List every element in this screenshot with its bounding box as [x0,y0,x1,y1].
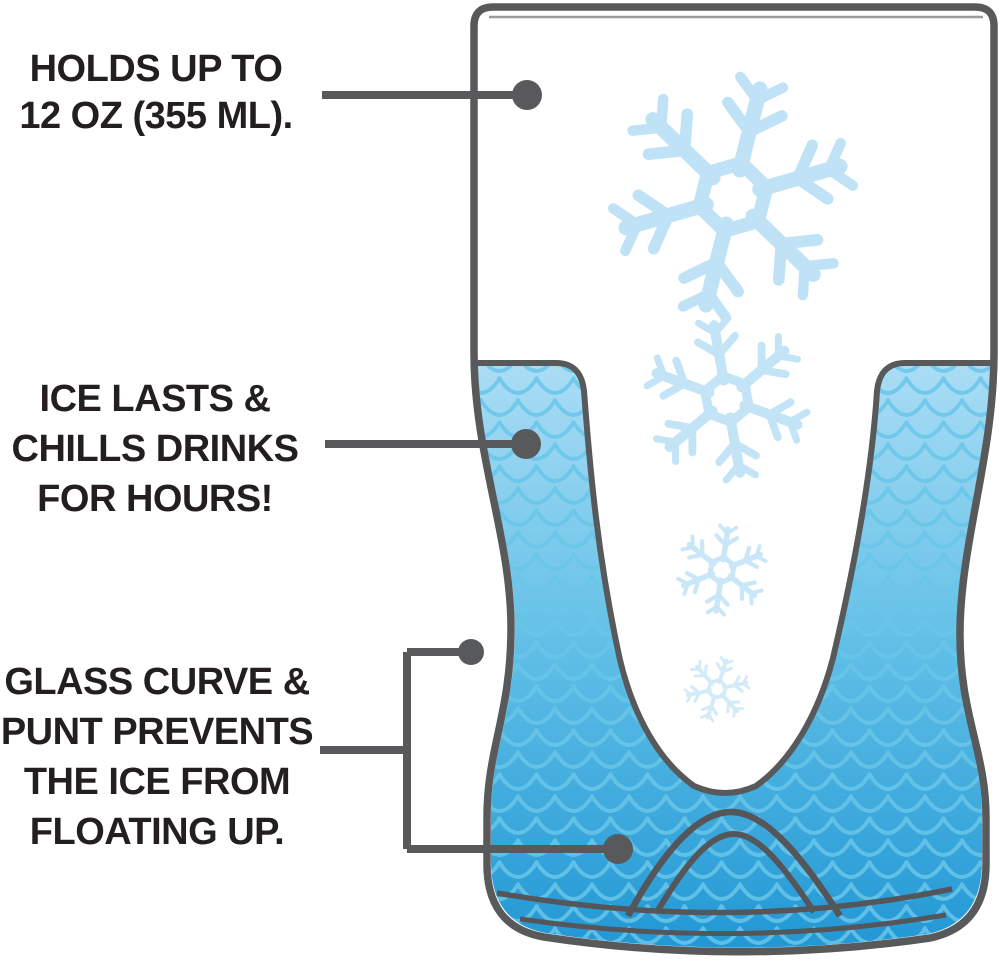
punt-lines [496,808,953,937]
callout-capacity: HOLDS UP TO 12 OZ (355 ML). [0,46,312,140]
callout-chill-line-2: CHILLS DRINKS [11,428,299,470]
ice-boundary-line [475,360,993,796]
connector-dot-chill [511,429,541,459]
callout-punt-line-3: THE ICE FROM [23,761,291,803]
callout-chill-line-1: ICE LASTS & [39,378,271,420]
snowflake-large-icon [591,54,874,340]
callout-chill: ICE LASTS & CHILLS DRINKS FOR HOURS! [0,374,310,524]
base-arc-outer [496,886,953,916]
callout-punt-line-4: FLOATING UP. [29,811,285,853]
connector-bracket-punt [320,648,618,853]
glass-outline [470,3,998,956]
snowflake-medium-icon [636,307,818,491]
callout-capacity-line-1: HOLDS UP TO [29,48,283,90]
snowflake-tiny-icon [678,649,757,728]
snowflake-small-icon [673,521,771,620]
connector-dot-capacity [512,80,542,110]
base-arc-inner [519,912,947,937]
punt-curve-inner [654,830,817,914]
callout-punt: GLASS CURVE & PUNT PREVENTS THE ICE FROM… [0,657,314,857]
ice-scale-pattern [478,363,990,948]
callout-connectors [320,91,618,853]
connector-dot-punt-top [458,639,484,665]
callout-chill-line-3: FOR HOURS! [37,478,273,520]
callout-capacity-line-2: 12 OZ (355 ML). [19,95,293,137]
callout-punt-line-2: PUNT PREVENTS [0,711,314,753]
callout-punt-line-1: GLASS CURVE & [4,661,310,703]
punt-curve-outer [625,808,843,918]
connector-dot-punt-bottom [603,834,633,864]
